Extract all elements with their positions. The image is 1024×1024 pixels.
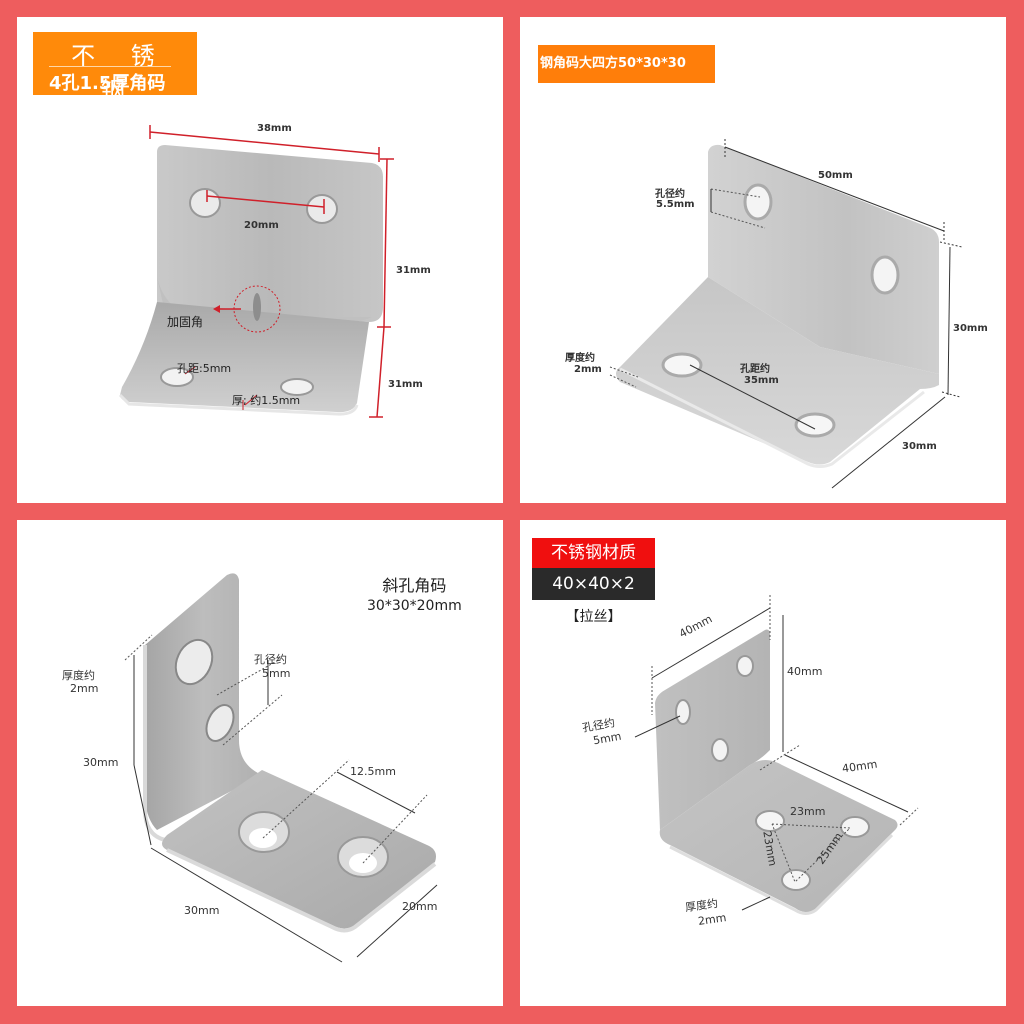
product-panel-large-square-bracket: 钢角码大四方50*30*30 <box>520 17 1006 503</box>
product-title: 斜孔角码 30*30*20mm <box>367 572 462 614</box>
thickness-label: 厚; 约1.5mm <box>232 394 301 407</box>
lower-height-dimension: 31mm <box>388 379 423 390</box>
thickness-label: 厚度约 <box>565 353 595 364</box>
material-banner: 不 锈 钢 4孔1.5厚角码 <box>33 32 197 105</box>
hole-diameter-value: 5.5mm <box>656 199 695 210</box>
hole-offset-dimension: 12.5mm <box>350 765 396 778</box>
hole-spacing-top: 23mm <box>790 805 826 818</box>
upper-height-dimension: 31mm <box>396 265 431 276</box>
thickness-label: 厚度约 <box>62 669 95 682</box>
material-label: 不锈钢材质 <box>532 538 655 568</box>
hole-diameter-value: 5mm <box>262 667 291 680</box>
height-dimension: 40mm <box>787 665 823 678</box>
bracket-illustration <box>118 125 394 418</box>
thickness-value: 2mm <box>574 364 602 375</box>
product-banner: 钢角码大四方50*30*30 <box>538 45 715 83</box>
width-dimension: 38mm <box>257 123 292 134</box>
depth-dimension: 30mm <box>902 441 937 452</box>
length-dimension: 50mm <box>818 170 853 181</box>
banner-subtitle: 4孔1.5厚角码 <box>49 73 166 94</box>
length-dimension: 30mm <box>184 904 220 917</box>
height-dimension: 30mm <box>83 756 119 769</box>
finish-label: 【拉丝】 <box>565 609 622 625</box>
hole-spacing-dimension: 20mm <box>244 220 279 231</box>
product-name: 斜孔角码 <box>382 576 447 595</box>
hole-diameter-label: 孔径约 <box>655 189 685 200</box>
material-badge: 不锈钢材质 40×40×2 【拉丝】 <box>532 538 655 626</box>
bracket-illustration <box>634 595 919 915</box>
reinforcement-label: 加固角 <box>167 315 204 329</box>
hole-distance-label: 孔距:5mm <box>177 362 232 375</box>
width-dimension: 20mm <box>402 900 438 913</box>
hole-diameter-label: 孔径约 <box>254 653 287 666</box>
product-panel-angled-hole-bracket: 斜孔角码 30*30*20mm <box>17 520 503 1006</box>
bracket-illustration <box>124 573 438 963</box>
product-panel-40x40-bracket: 不锈钢材质 40×40×2 【拉丝】 <box>520 520 1006 1006</box>
hole-spacing-value: 35mm <box>744 375 779 386</box>
size-label: 40×40×2 <box>532 568 655 600</box>
bracket-illustration <box>609 139 963 489</box>
banner-title: 不 锈 钢 <box>71 42 169 105</box>
product-panel-4-hole-bracket: 不 锈 钢 4孔1.5厚角码 <box>17 17 503 503</box>
banner-divider <box>49 66 171 67</box>
hole-spacing-label: 孔距约 <box>740 364 770 375</box>
thickness-value: 2mm <box>70 682 99 695</box>
height-dimension: 30mm <box>953 323 988 334</box>
product-size: 30*30*20mm <box>367 598 462 614</box>
